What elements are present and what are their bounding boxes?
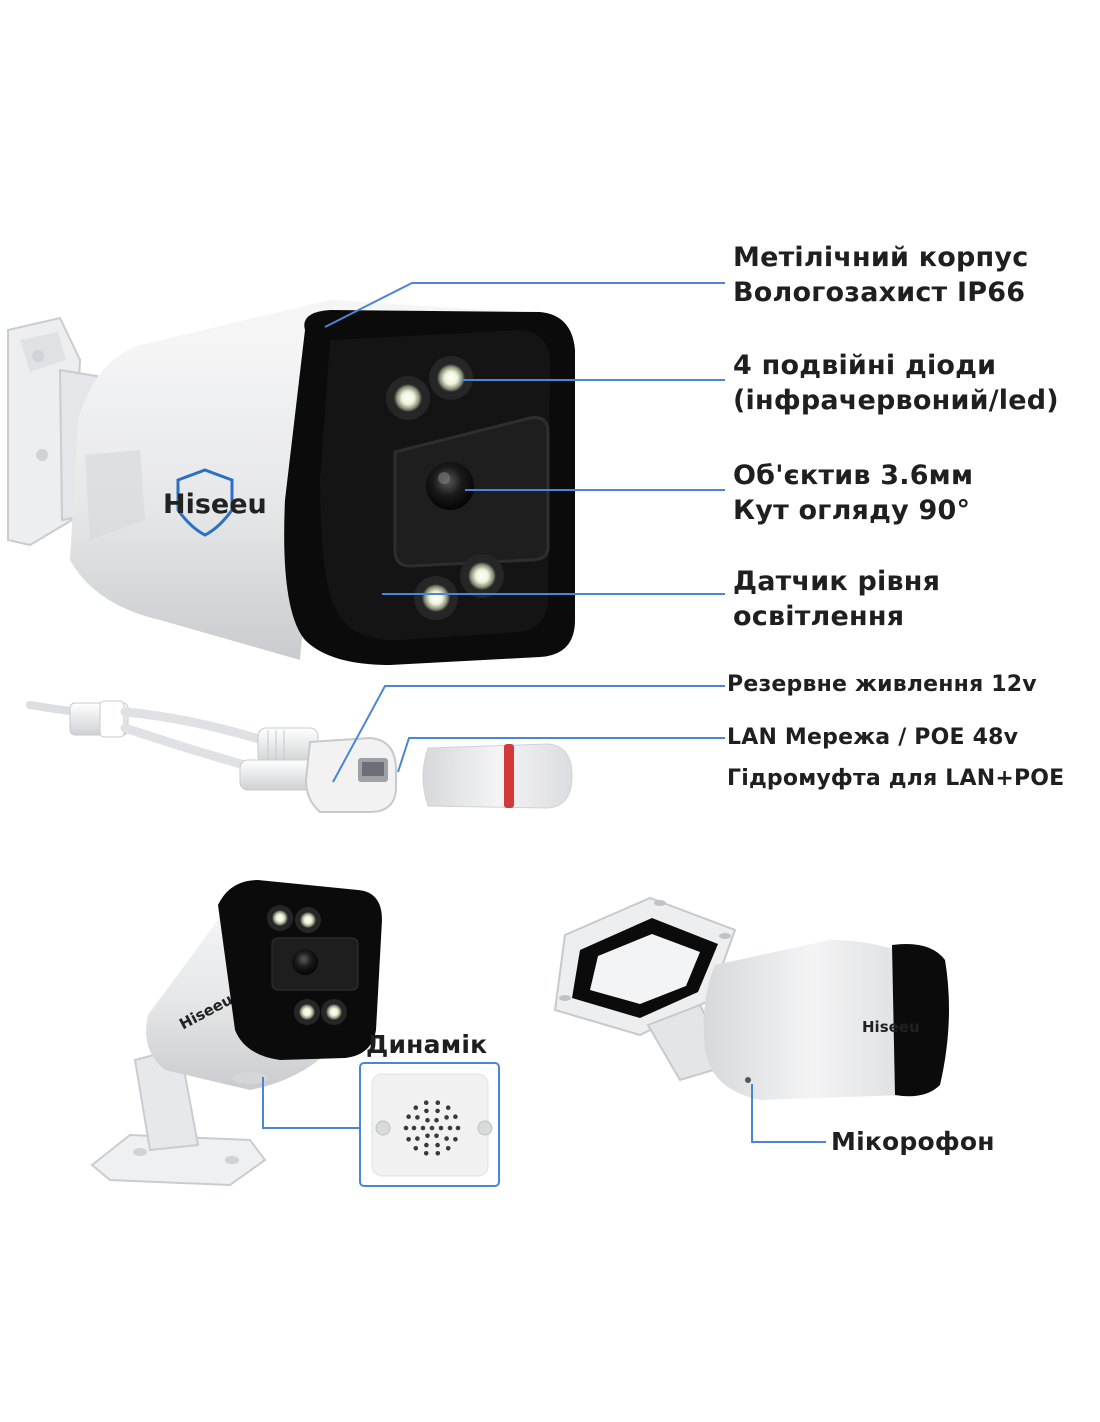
grille-hole [423,1151,429,1156]
grille-hole [435,1142,440,1148]
housing-label-line-2: Вологозахист IP66 [733,277,1026,308]
grille-hole [455,1125,461,1131]
grille-hole [413,1105,419,1110]
cable-illustration [26,700,397,813]
camera-front-illustration: Hiseeu [7,300,575,665]
grille-hole [415,1136,420,1141]
camera-rear-illustration: Hiseeu [553,896,949,1100]
brand-logo-text-rear: Hiseeu [862,1018,920,1036]
lens-label: Об'єктив 3.6мм Кут огляду 90° [733,458,973,528]
grille-hole [420,1125,426,1131]
sensor-label-line-1: Датчик рівня [733,566,941,597]
grille-hole [403,1125,409,1131]
grille-hole [453,1137,458,1142]
grille-hole [445,1105,451,1110]
grille-hole [435,1108,440,1114]
grille-hole [429,1125,435,1131]
leader-lines [324,282,725,595]
sensor-label: Датчик рівня освітлення [733,564,940,634]
sensor-label-line-2: освітлення [733,601,905,632]
grille-hole [424,1142,429,1148]
grille-hole [434,1117,439,1123]
brand-logo-text: Hiseeu [163,489,267,520]
grille-hole [424,1108,429,1114]
housing-label-line-1: Метілічний корпус [733,242,1029,273]
lens-label-line-2: Кут огляду 90° [733,495,971,526]
grille-hole [434,1133,439,1139]
grille-hole [411,1125,417,1131]
lan-label: LAN Мережа / POE 48v [727,725,1019,750]
housing-label: Метілічний корпус Вологозахист IP66 [733,240,1028,310]
microphone-label: Мікорофон [831,1127,995,1156]
grille-hole [406,1137,411,1142]
grille-hole [447,1125,453,1131]
leds-label-line-1: 4 подвійні діоди [733,350,997,381]
grille-hole [423,1100,429,1105]
grille-hole [413,1146,419,1151]
grille-hole [444,1115,449,1120]
grille-hole [444,1136,449,1141]
lens-label-line-1: Об'єктив 3.6мм [733,460,974,491]
camera-side-illustration: Hiseeu [90,880,382,1187]
waterproof-seal-illustration [422,743,573,809]
grille-hole [435,1100,441,1105]
grille-hole [406,1114,411,1119]
brand-logo: Hiseeu [163,468,267,537]
speaker-grille-illustration [359,1062,500,1187]
grille-hole [453,1114,458,1119]
grille-hole [445,1146,451,1151]
leds-label-line-2: (інфрачервоний/led) [733,385,1059,416]
grille-hole [415,1115,420,1120]
leds-label: 4 подвійні діоди (інфрачервоний/led) [733,348,1059,418]
backup-power-label: Резервне живлення 12v [727,672,1037,697]
seal-label: Гідромуфта для LAN+POE [727,766,1065,791]
grille-hole [425,1133,430,1139]
speaker-label: Динамік [366,1030,488,1059]
grille-hole [435,1151,441,1156]
grille-hole [438,1125,444,1131]
grille-hole [425,1117,430,1123]
